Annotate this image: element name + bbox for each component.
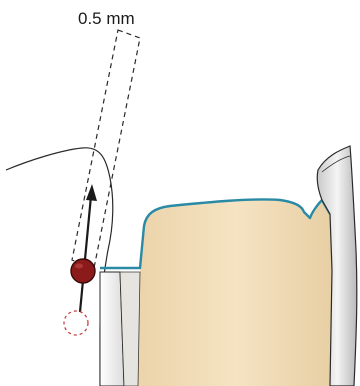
probe-shaft-icon [72, 30, 140, 268]
root-surface-band [120, 272, 140, 386]
measurement-label: 0.5 mm [78, 9, 135, 28]
prepared-tooth-core [120, 199, 332, 386]
dashed-circle-icon [64, 311, 88, 335]
ball-highlight [75, 264, 83, 269]
ball-tip-icon [71, 259, 95, 283]
left-gingiva-outline [6, 148, 113, 386]
up-arrow-icon [86, 184, 97, 201]
